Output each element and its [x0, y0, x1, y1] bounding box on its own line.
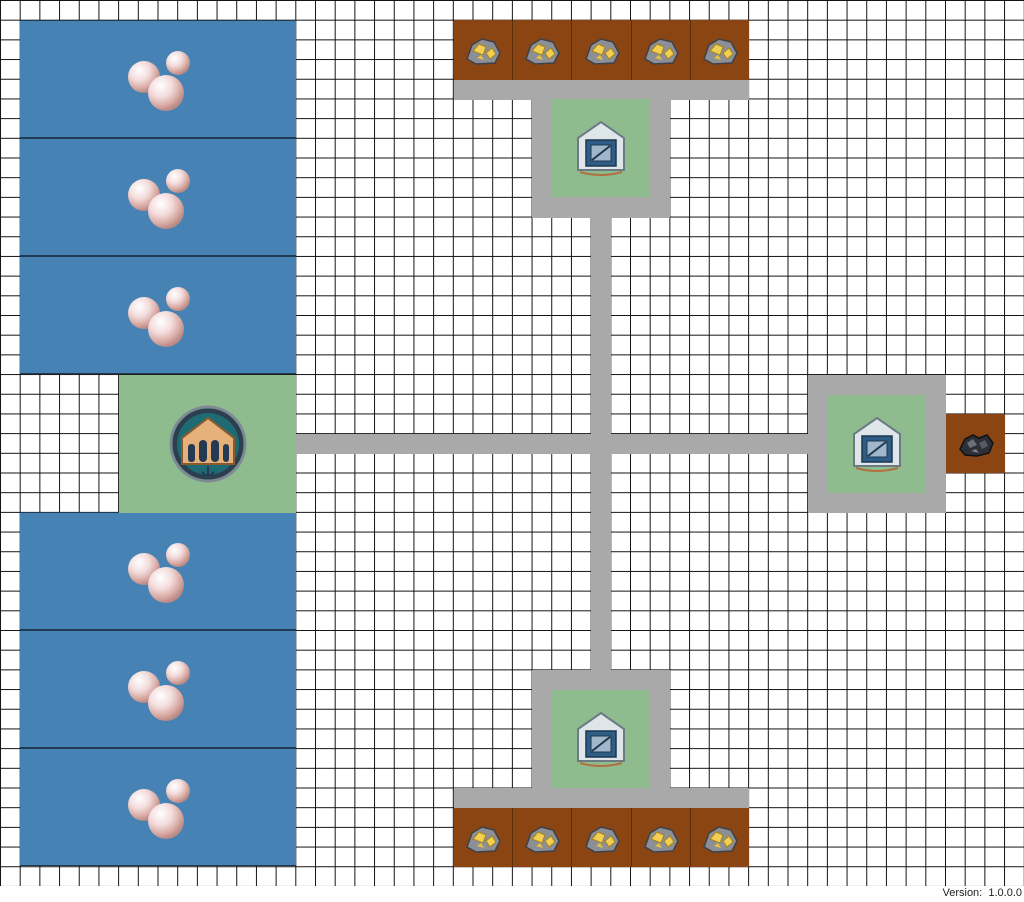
gold-ore-icon [523, 821, 561, 855]
pearls-icon [126, 775, 190, 839]
gold-deposit-tile[interactable] [512, 20, 572, 80]
water-tile[interactable] [20, 138, 296, 256]
gold-deposit-tile[interactable] [454, 20, 513, 80]
gold-deposit-tile[interactable] [689, 20, 750, 80]
pearls-icon [126, 657, 190, 721]
gold-deposit-row [454, 20, 750, 80]
gold-deposit-tile[interactable] [454, 808, 513, 867]
port-building-tile[interactable] [119, 375, 296, 513]
gold-ore-icon [701, 821, 739, 855]
footer-bar: Version: 1.0.0.0 [0, 886, 1024, 902]
gold-ore-icon [523, 33, 561, 67]
gold-ore-icon [464, 33, 502, 67]
gold-ore-icon [642, 33, 680, 67]
gold-deposit-tile[interactable] [571, 20, 631, 80]
water-tile[interactable] [20, 20, 296, 138]
coal-ore-icon [957, 429, 995, 459]
road-horizontal[interactable] [296, 434, 808, 454]
gold-ore-icon [642, 821, 680, 855]
water-tile[interactable] [20, 512, 296, 630]
gold-ore-icon [583, 821, 621, 855]
warehouse-icon [574, 118, 628, 178]
gold-deposit-tile[interactable] [571, 808, 631, 867]
water-tile[interactable] [20, 748, 296, 866]
road-vertical-lower[interactable] [591, 452, 611, 672]
gold-deposit-tile[interactable] [689, 808, 750, 867]
warehouse-icon [850, 414, 904, 474]
depot-building-tile[interactable] [552, 99, 650, 197]
pearls-icon [126, 283, 190, 347]
depot-building-tile[interactable] [552, 690, 650, 788]
road-bottom-depot-surround[interactable] [454, 788, 749, 808]
gold-deposit-tile[interactable] [630, 20, 690, 80]
pearls-icon [126, 165, 190, 229]
water-tile[interactable] [20, 256, 296, 374]
gold-deposit-tile[interactable] [630, 808, 690, 867]
road-vertical-upper[interactable] [591, 216, 611, 436]
version-info: Version: 1.0.0.0 [942, 887, 1022, 899]
pearls-icon [126, 47, 190, 111]
version-label: Version: [942, 887, 983, 899]
warehouse-icon [574, 709, 628, 769]
gold-ore-icon [701, 33, 739, 67]
pearls-icon [126, 539, 190, 603]
gold-deposit-row [454, 808, 750, 867]
version-value: 1.0.0.0 [988, 887, 1022, 899]
water-tile[interactable] [20, 630, 296, 748]
depot-building-tile[interactable] [828, 395, 926, 493]
gold-deposit-tile[interactable] [512, 808, 572, 867]
harbor-icon [168, 404, 248, 484]
gold-ore-icon [583, 33, 621, 67]
coal-deposit-tile[interactable] [946, 414, 1005, 473]
gold-ore-icon [464, 821, 502, 855]
